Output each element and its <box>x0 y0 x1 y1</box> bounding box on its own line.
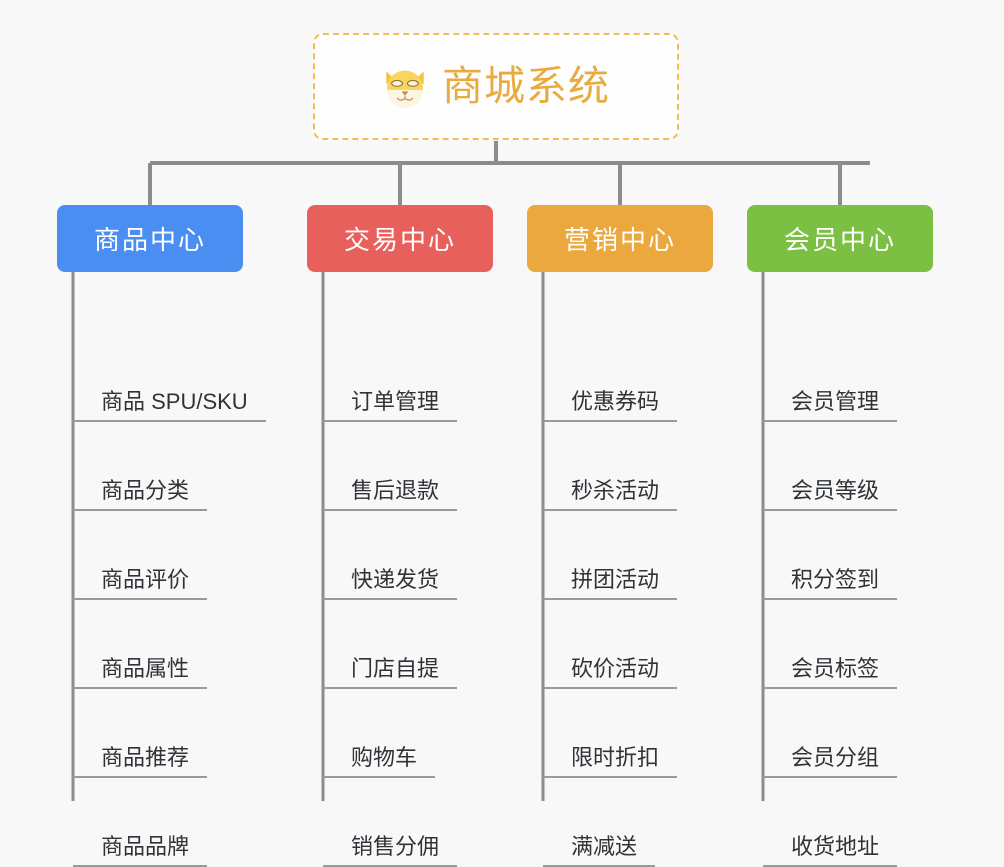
leaf-item-label: 会员标签 <box>763 656 898 689</box>
leaf-item[interactable]: 购物车 <box>323 738 436 778</box>
leaf-item[interactable]: 商品分类 <box>73 471 208 511</box>
leaf-item-label: 订单管理 <box>323 389 458 422</box>
leaf-item[interactable]: 积分签到 <box>763 560 898 600</box>
leaf-item-label: 砍价活动 <box>543 656 678 689</box>
leaf-item-label: 商品品牌 <box>73 834 208 867</box>
category-box-trade-center[interactable]: 交易中心 <box>307 205 493 272</box>
leaf-item-label: 商品推荐 <box>73 745 208 778</box>
leaf-item-label: 满减送 <box>543 834 656 867</box>
mindmap-canvas: 商城系统 商品中心商品 SPU/SKU 商品分类商品评价商品属性商品推荐商品品牌 交… <box>57 33 933 867</box>
leaf-item[interactable]: 商品推荐 <box>73 738 208 778</box>
leaf-item[interactable]: 售后退款 <box>323 471 458 511</box>
leaf-item[interactable]: 会员标签 <box>763 649 898 689</box>
leaf-item[interactable]: 收货地址 <box>763 827 898 867</box>
dog-face-emoji <box>386 69 424 108</box>
leaf-item[interactable]: 快递发货 <box>323 560 458 600</box>
category-column-trade-center: 交易中心订单管理售后退款快递发货门店自提购物车销售分佣 <box>307 205 493 867</box>
leaf-item[interactable]: 门店自提 <box>323 649 458 689</box>
leaf-item[interactable]: 商品品牌 <box>73 827 208 867</box>
leaf-item-label: 商品属性 <box>73 656 208 689</box>
leaf-item-label: 收货地址 <box>763 834 898 867</box>
leaf-item[interactable]: 满减送 <box>543 827 656 867</box>
category-box-marketing-center[interactable]: 营销中心 <box>527 205 713 272</box>
leaf-item-label: 积分签到 <box>763 567 898 600</box>
category-column-member-center: 会员中心会员管理会员等级积分签到会员标签会员分组收货地址 <box>747 205 933 867</box>
category-column-marketing-center: 营销中心优惠券码秒杀活动拼团活动砍价活动限时折扣满减送 <box>527 205 713 867</box>
leaf-item-label: 会员等级 <box>763 478 898 511</box>
leaf-item[interactable]: 会员等级 <box>763 471 898 511</box>
root-title: 商城系统 <box>442 63 610 109</box>
leaf-item-label: 商品分类 <box>73 478 208 511</box>
category-title: 交易中心 <box>343 225 456 255</box>
leaf-item-label: 门店自提 <box>323 656 458 689</box>
leaf-item[interactable]: 商品 SPU/SKU <box>73 382 266 422</box>
leaf-item[interactable]: 会员管理 <box>763 382 898 422</box>
leaf-item-label: 购物车 <box>323 745 436 778</box>
category-title: 营销中心 <box>563 225 676 255</box>
leaf-item-label: 限时折扣 <box>543 745 678 778</box>
leaf-item-label: 优惠券码 <box>543 389 678 422</box>
category-column-product-center: 商品中心商品 SPU/SKU 商品分类商品评价商品属性商品推荐商品品牌 <box>57 205 266 867</box>
leaf-item-label: 会员分组 <box>763 745 898 778</box>
leaf-item-label: 快递发货 <box>323 567 458 600</box>
leaf-item-label: 售后退款 <box>323 478 458 511</box>
leaf-item[interactable]: 秒杀活动 <box>543 471 678 511</box>
leaf-item[interactable]: 商品评价 <box>73 560 208 600</box>
leaf-item[interactable]: 拼团活动 <box>543 560 678 600</box>
category-title: 商品中心 <box>93 225 206 255</box>
leaf-item[interactable]: 商品属性 <box>73 649 208 689</box>
leaf-item-label: 商品评价 <box>73 567 208 600</box>
leaf-item[interactable]: 订单管理 <box>323 382 458 422</box>
root-node[interactable]: 商城系统 <box>313 33 679 140</box>
category-title: 会员中心 <box>783 225 896 255</box>
leaf-item-label: 商品 SPU/SKU <box>73 389 266 422</box>
category-box-product-center[interactable]: 商品中心 <box>57 205 243 272</box>
leaf-item-label: 秒杀活动 <box>543 478 678 511</box>
leaf-item[interactable]: 砍价活动 <box>543 649 678 689</box>
leaf-item-label: 销售分佣 <box>323 834 458 867</box>
leaf-item[interactable]: 销售分佣 <box>323 827 458 867</box>
leaf-item[interactable]: 优惠券码 <box>543 382 678 422</box>
category-box-member-center[interactable]: 会员中心 <box>747 205 933 272</box>
leaf-item-label: 拼团活动 <box>543 567 678 600</box>
leaf-item[interactable]: 限时折扣 <box>543 738 678 778</box>
leaf-item-label: 会员管理 <box>763 389 898 422</box>
leaf-item[interactable]: 会员分组 <box>763 738 898 778</box>
